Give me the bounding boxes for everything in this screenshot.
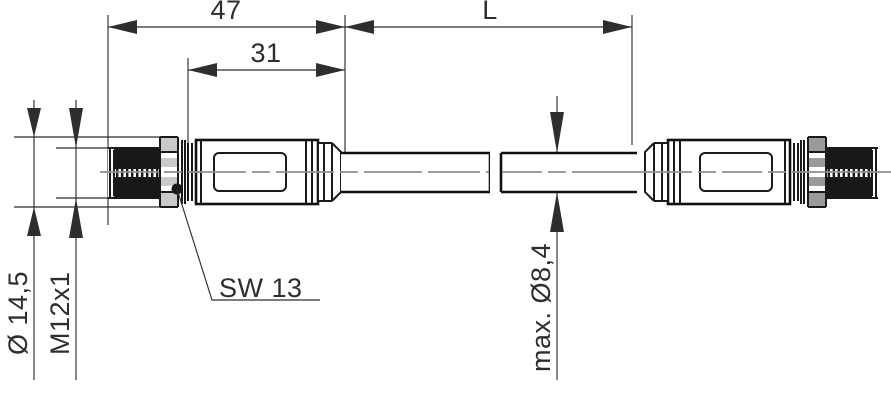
- dimension-L-label: L: [482, 0, 498, 25]
- dimension-47-label: 47: [210, 0, 241, 25]
- dimension-nut-diameter-label: Ø 14,5: [3, 271, 33, 355]
- dimension-L: L: [345, 0, 632, 34]
- dimension-cable-diameter: max. Ø8,4: [526, 96, 564, 380]
- sw13-label: SW 13: [219, 273, 303, 303]
- dimension-thread-size: M12x1: [45, 100, 83, 380]
- dimension-nut-diameter: Ø 14,5: [3, 100, 41, 380]
- left-thread-section: [108, 147, 160, 199]
- sw13-leader-line: [176, 188, 320, 301]
- dimension-31: 31: [188, 38, 345, 77]
- dimension-thread-size-label: M12x1: [45, 271, 75, 355]
- dimension-31-label: 31: [250, 38, 281, 68]
- cable-break-symbol: [490, 150, 501, 195]
- callout-sw13: SW 13: [171, 183, 320, 303]
- dimension-cable-diameter-label: max. Ø8,4: [526, 243, 556, 372]
- dimension-47: 47: [108, 0, 345, 34]
- right-thread-teeth-lower: [827, 170, 870, 178]
- right-thread-section: [826, 147, 878, 199]
- left-thread-teeth-lower: [116, 170, 159, 178]
